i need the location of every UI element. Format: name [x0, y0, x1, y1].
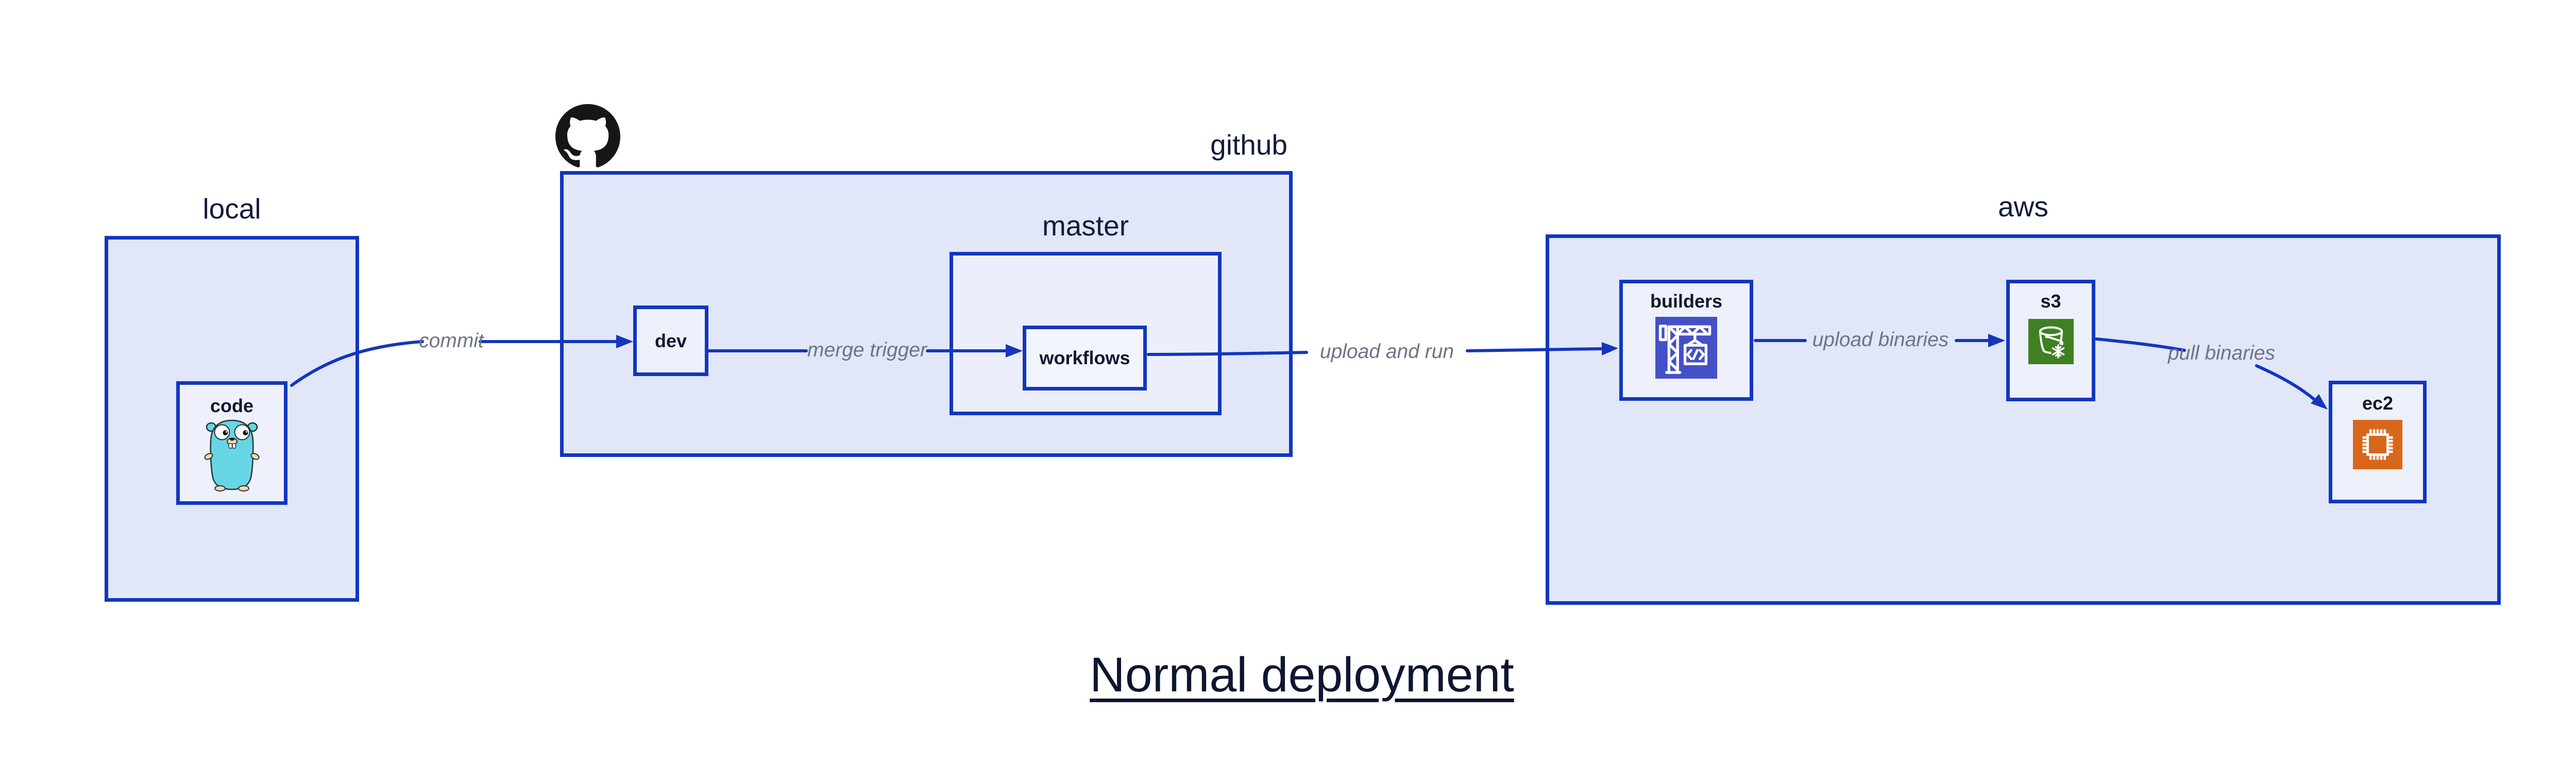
- s3-node-label: s3: [2040, 291, 2061, 312]
- edge-pull-binaries-label: pull binaries: [2167, 342, 2276, 364]
- master-group-label: master: [1042, 210, 1129, 242]
- ec2-node: ec2: [2329, 381, 2427, 503]
- ec2-chip-icon: [2353, 420, 2402, 470]
- dev-node: dev: [633, 305, 708, 376]
- builders-node: builders: [1619, 280, 1753, 401]
- ec2-node-label: ec2: [2362, 393, 2394, 414]
- codebuild-crane-icon: [1655, 317, 1717, 379]
- github-octocat-logo-icon: [555, 104, 620, 167]
- builders-node-label: builders: [1650, 291, 1723, 312]
- edge-upload-binaries-label: upload binaries: [1812, 329, 1949, 351]
- github-group-label: github: [1210, 129, 1287, 161]
- edge-upload-and-run-label: upload and run: [1319, 341, 1454, 363]
- code-node: code: [176, 381, 287, 505]
- edge-merge-trigger-label: merge trigger: [807, 339, 927, 361]
- s3-glacier-bucket-icon: [2028, 319, 2074, 365]
- local-group-label: local: [202, 193, 261, 225]
- go-gopher-icon: [204, 420, 260, 492]
- s3-node: s3: [2006, 280, 2095, 401]
- workflows-node-label: workflows: [1039, 347, 1130, 369]
- edge-commit-label: commit: [419, 330, 484, 352]
- diagram-title: Normal deployment: [1090, 648, 1514, 702]
- aws-group-label: aws: [1998, 191, 2048, 223]
- code-node-label: code: [210, 395, 254, 416]
- dev-node-label: dev: [654, 330, 687, 351]
- workflows-node: workflows: [1023, 326, 1147, 390]
